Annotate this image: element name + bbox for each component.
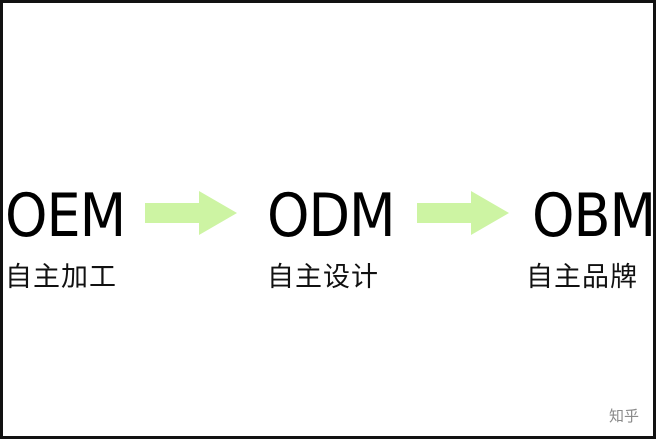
stage-code-odm: ODM	[267, 181, 396, 251]
stage-label-oem: 自主加工	[5, 262, 117, 293]
right-arrow-icon	[417, 191, 509, 235]
stage-code-oem: OEM	[5, 181, 126, 251]
stage-label-odm: 自主设计	[267, 262, 379, 293]
stage-code-obm: OBM	[532, 181, 656, 251]
stage-label-obm: 自主品牌	[526, 262, 638, 293]
watermark: 知乎	[608, 407, 639, 425]
right-arrow-icon	[145, 191, 237, 235]
